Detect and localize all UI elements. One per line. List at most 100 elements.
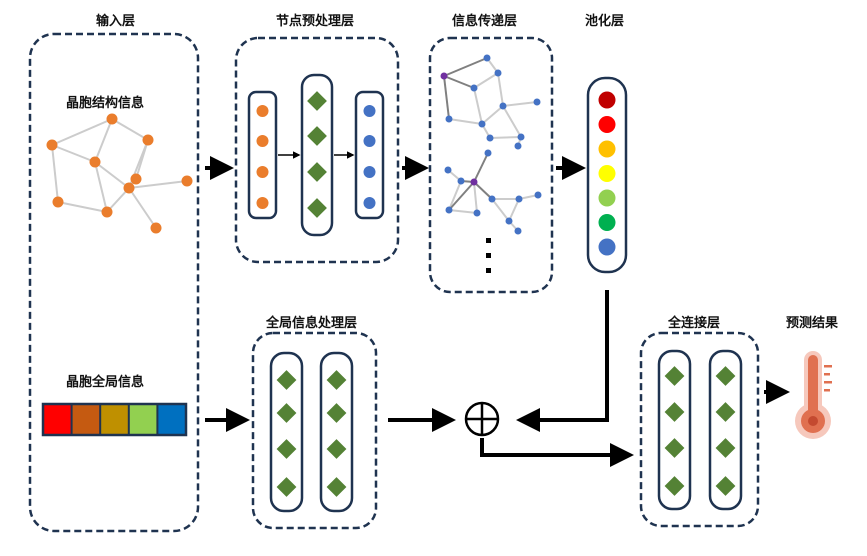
mp-node — [478, 120, 486, 128]
mp-node — [494, 69, 502, 77]
mp-center-node — [440, 72, 448, 80]
graph-edge — [128, 187, 157, 229]
fc-column-1 — [657, 349, 692, 511]
mp-edge — [481, 105, 504, 125]
mp-node — [486, 134, 494, 142]
pool-unit — [598, 238, 616, 256]
diamond-unit — [326, 403, 347, 423]
hidden-unit — [307, 198, 327, 218]
diamond-unit — [276, 370, 297, 390]
input-unit — [256, 166, 269, 178]
node-preprocess-input-column — [247, 90, 278, 220]
mp-edge — [508, 198, 520, 222]
graph-edge — [51, 118, 113, 146]
mp-edge — [489, 136, 522, 139]
graph-edge — [94, 118, 113, 163]
mp-node — [483, 54, 491, 62]
feature-cell — [100, 404, 129, 435]
input-unit — [256, 135, 269, 147]
mp-node — [444, 166, 452, 174]
output-unit — [363, 135, 376, 147]
mp-edge — [497, 72, 504, 107]
mp-node — [470, 84, 478, 92]
diamond-unit — [326, 477, 347, 497]
graph-node — [106, 113, 118, 125]
mp-node — [515, 195, 523, 203]
diamond-unit — [276, 477, 297, 497]
mp-node — [505, 217, 513, 225]
diamond-unit — [276, 439, 297, 459]
mp-node — [445, 206, 453, 214]
arrow-concat-to-fc — [480, 438, 634, 467]
pool-unit — [598, 140, 616, 158]
mp-edge-active — [443, 57, 488, 77]
diamond-unit — [664, 476, 685, 496]
graph-node — [101, 206, 113, 218]
pool-unit — [598, 214, 616, 231]
global-process-frame — [251, 331, 378, 530]
graph-edge — [94, 161, 108, 213]
global-feature-bar — [41, 402, 188, 437]
thermometer-icon — [795, 351, 832, 439]
node-preprocess-frame — [234, 36, 400, 264]
input-layer-frame — [28, 32, 200, 533]
crystal-structure-label: 晶胞结构信息 — [66, 96, 145, 111]
mp-edge — [502, 101, 538, 107]
feature-cell — [157, 404, 186, 435]
graph-node — [52, 196, 64, 208]
global-process-title: 全局信息处理层 — [266, 316, 358, 331]
graph-edge — [94, 161, 130, 189]
mp-node — [517, 133, 525, 141]
hidden-unit — [307, 162, 327, 182]
mp-node — [457, 177, 465, 185]
mp-node — [533, 98, 541, 106]
graph-node — [130, 173, 142, 185]
hidden-unit — [307, 91, 327, 111]
arrow-pool-to-concat — [516, 290, 609, 432]
mp-node — [473, 209, 481, 217]
pool-unit — [598, 91, 616, 109]
mp-edge — [448, 180, 462, 211]
output-unit — [363, 197, 376, 209]
output-unit — [363, 105, 376, 117]
message-passing-graphs — [440, 54, 542, 235]
input-unit — [256, 105, 269, 117]
graph-edge — [57, 201, 108, 213]
crystal-global-label: 晶胞全局信息 — [66, 375, 145, 390]
mp-edge — [502, 105, 522, 138]
input-layer-title: 输入层 — [96, 14, 136, 29]
graph-edge — [128, 180, 188, 189]
graph-edge — [51, 144, 59, 203]
mp-edge — [473, 181, 478, 214]
mp-edge-active — [473, 181, 493, 200]
fc-column-2 — [708, 349, 743, 511]
graph-node — [181, 175, 193, 187]
pooling-title: 池化层 — [585, 14, 625, 29]
graph-node — [142, 134, 154, 146]
hidden-unit — [307, 126, 327, 146]
mp-edge-active — [443, 75, 450, 120]
crystal-structure-graph — [46, 113, 193, 234]
mp-edge — [473, 87, 483, 125]
mp-edge — [448, 209, 478, 214]
diamond-unit — [715, 402, 736, 422]
mp-edge-active — [473, 152, 489, 183]
graph-edge — [51, 144, 96, 163]
mp-edge — [448, 118, 483, 125]
diamond-unit — [715, 438, 736, 458]
node-preprocess-output-column — [354, 90, 385, 220]
pool-unit — [598, 116, 616, 133]
node-preprocess-units — [256, 91, 376, 218]
diamond-unit — [715, 476, 736, 496]
diamond-unit — [664, 402, 685, 422]
concat-icon — [464, 401, 500, 437]
pool-unit — [598, 189, 616, 207]
diamond-unit — [326, 370, 347, 390]
mp-edge — [491, 198, 510, 222]
mp-node — [514, 227, 522, 235]
diamond-unit — [326, 439, 347, 459]
mp-edge — [473, 72, 499, 89]
feature-cell — [71, 404, 101, 435]
mp-node — [445, 115, 453, 123]
